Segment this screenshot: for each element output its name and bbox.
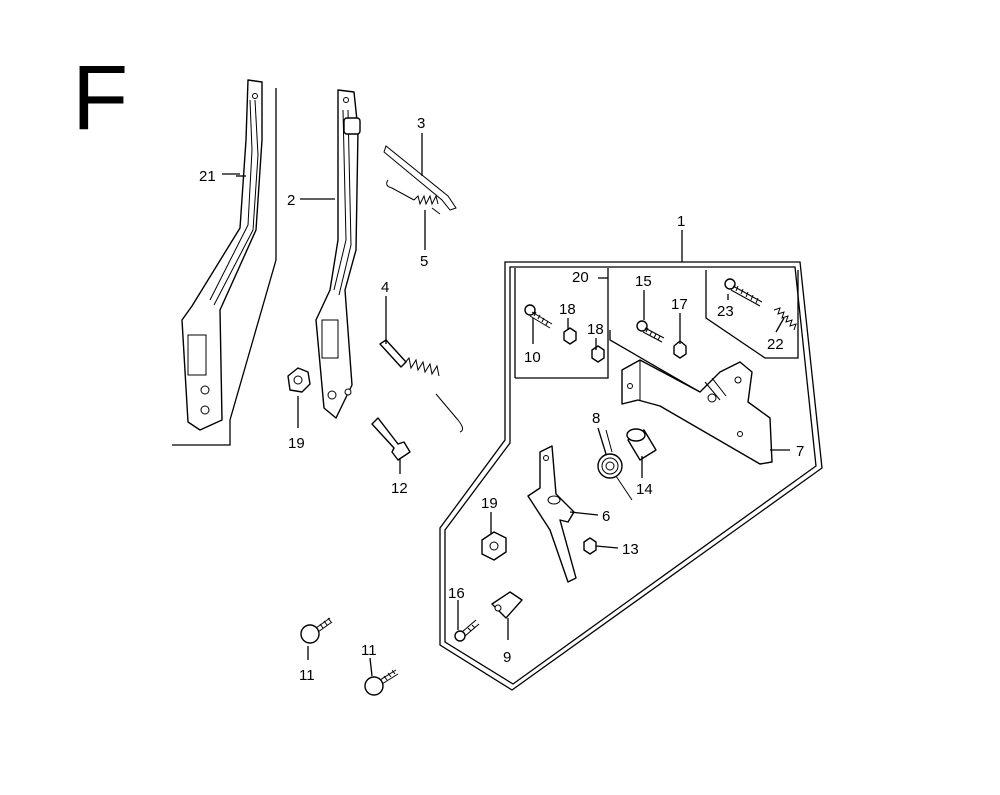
part-22-spring — [773, 307, 797, 331]
callout-5: 5 — [420, 253, 428, 270]
callout-2: 2 — [287, 192, 295, 209]
part-7-bracket-plate — [621, 359, 773, 465]
part-11-bolt-b — [364, 669, 399, 696]
part-18-nut-a — [563, 327, 577, 345]
callout-4: 4 — [381, 279, 389, 296]
part-23-screw — [724, 278, 763, 307]
part-21-lever-arm — [181, 79, 263, 431]
subgroup-22-box — [705, 270, 799, 359]
callout-10: 10 — [524, 349, 541, 366]
assembly-outline-inner — [444, 266, 817, 685]
part-11-bolt-a — [300, 617, 333, 644]
callout-8: 8 — [592, 410, 600, 427]
callout-20: 20 — [572, 269, 589, 286]
subgroup-20-box — [515, 268, 609, 379]
part-14-collar — [626, 428, 657, 461]
callout-15: 15 — [635, 273, 652, 290]
assembly-outline — [439, 261, 823, 691]
part-16-screw — [454, 619, 480, 642]
callout-22: 22 — [767, 336, 784, 353]
callout-19b: 19 — [481, 495, 498, 512]
callout-3: 3 — [417, 115, 425, 132]
callout-11a: 11 — [299, 667, 315, 684]
callout-21: 21 — [199, 168, 216, 185]
part-5-spring — [386, 179, 441, 215]
callout-6: 6 — [602, 508, 610, 525]
part-19-nut-right — [481, 531, 507, 561]
part-9-joint — [491, 591, 523, 619]
part-6-lever-plate — [527, 445, 577, 583]
callout-1: 1 — [677, 213, 685, 230]
part-13-nut — [583, 537, 597, 555]
leader-lines — [222, 133, 790, 677]
part-2-lever — [315, 89, 361, 419]
callout-12: 12 — [391, 480, 408, 497]
callout-labels: 1 2 3 4 5 6 7 8 9 10 11 11 12 13 14 15 1… — [199, 115, 804, 684]
part-10-screw — [524, 304, 553, 329]
callout-9: 9 — [503, 649, 511, 666]
part-19-nut-left — [287, 367, 311, 393]
callout-7: 7 — [796, 443, 804, 460]
sheet-letter: F — [72, 47, 129, 149]
callout-16: 16 — [448, 585, 465, 602]
part-3-rod — [383, 145, 457, 211]
part-15-screw — [636, 320, 665, 343]
callout-13: 13 — [622, 541, 639, 558]
part-8-torsion-spring — [597, 429, 633, 501]
panel-edge-line — [172, 88, 277, 446]
leader-15-17-group — [609, 330, 706, 396]
callout-11b: 11 — [361, 642, 377, 659]
callout-17: 17 — [671, 296, 688, 313]
callout-18b: 18 — [587, 321, 604, 338]
callout-19a: 19 — [288, 435, 305, 452]
part-12-bolt — [371, 417, 411, 461]
callout-18a: 18 — [559, 301, 576, 318]
callout-23: 23 — [717, 303, 734, 320]
part-18-nut-b — [591, 345, 605, 363]
callout-14: 14 — [636, 481, 653, 498]
part-4-spring-rod — [379, 339, 464, 433]
